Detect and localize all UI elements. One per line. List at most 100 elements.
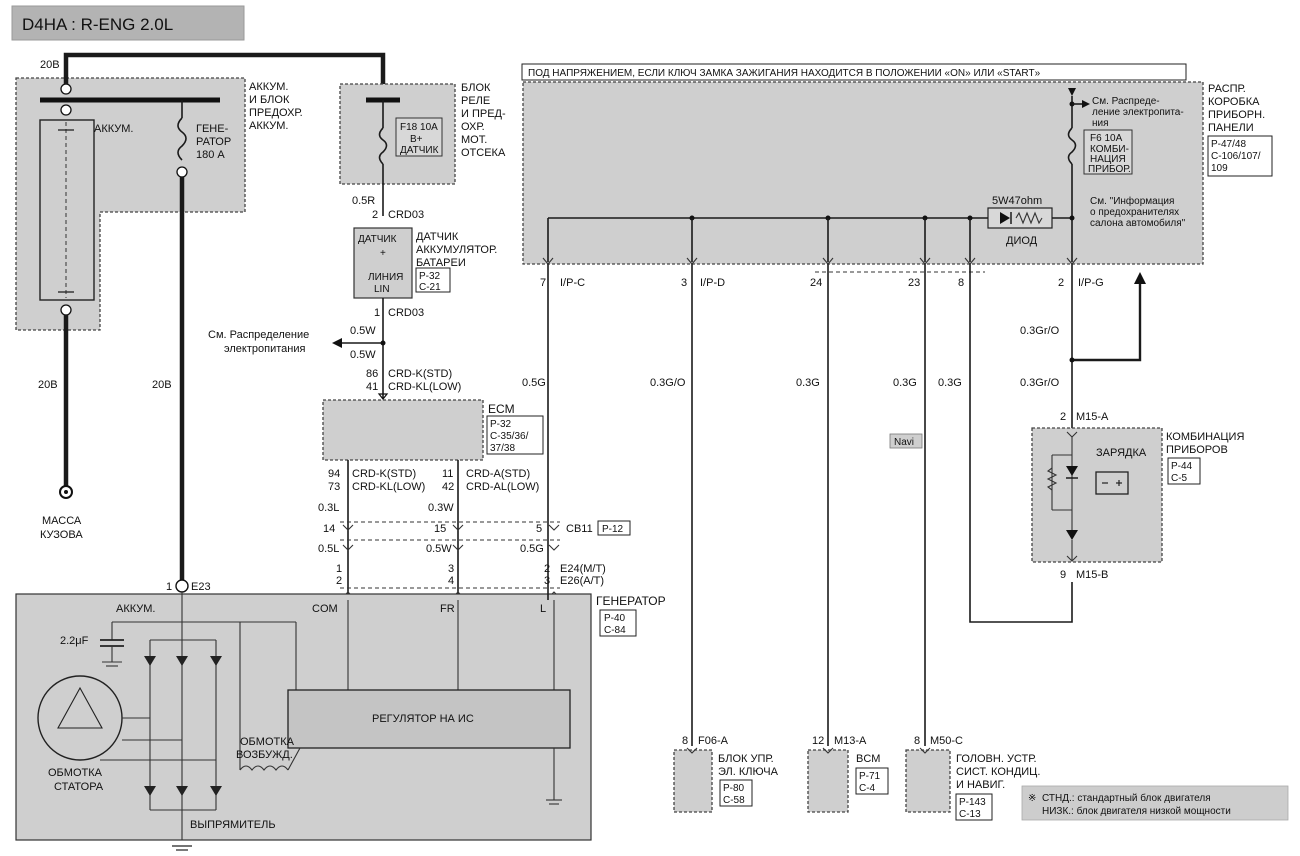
bcm-ref-1: P-71 [859,771,881,782]
generator-com-label: COM [312,603,338,615]
ipj-see-power-2: ление электропита- [1092,107,1184,118]
bcm-box [807,749,849,813]
field-coil-icon [239,765,289,771]
resistor-icon [1015,211,1043,225]
battery-cell [39,119,95,301]
joint-ref: P-12 [602,524,624,535]
wire-0-5g-b: 0.5G [520,543,544,555]
stator-label-1: ОБМОТКА [48,767,103,779]
diode-icon [144,786,156,796]
connector-chevron-icon [342,544,354,551]
wire-ipg-label-1: 0.3Gr/O [1020,325,1060,337]
connector-chevron-icon [686,747,698,754]
splice-dot [1069,215,1075,221]
wire-0-5w-b: 0.5W [426,543,452,555]
stator-label-2: СТАТОРА [54,781,104,793]
header-banner [11,5,245,41]
sensor-inner-1: ДАТЧИК [358,234,397,245]
diode-icon [1066,530,1078,540]
fuse-label-1: ГЕНЕ- [196,123,229,135]
diode-icon [210,656,222,666]
ecm-r-pin-std: 11 [442,468,453,480]
connector-chevron-icon [1066,555,1078,562]
head-ref-2: C-13 [959,809,981,820]
arrow-left-icon [332,338,342,348]
fuse-f6-4: ПРИБОР. [1088,164,1131,175]
wire-20b-top [63,52,386,95]
cluster-ref-2: C-5 [1171,473,1188,484]
bcm-connector: M13-A [834,735,867,747]
ecm-r-conn-low: CRD-AL(LOW) [466,481,539,493]
ecm-ref-box [486,415,544,455]
battery-block-label-3: ПРЕДОХР. [249,107,303,119]
ipj-label-4: ПАНЕЛИ [1208,122,1254,134]
smartkey-label-1: БЛОК УПР. [718,753,774,765]
sensor-ref-1: P-32 [419,271,441,282]
head-ref-box [955,793,993,821]
ecm-l-conn-low: CRD-KL(LOW) [352,481,425,493]
sensor-wire-1: 0.5W [350,325,376,337]
joint-connector-label: CB11 [566,523,593,535]
cluster-label-1: КОМБИНАЦИЯ [1166,431,1244,443]
cluster-conn-bottom: M15-B [1076,569,1108,581]
generator: 1 E23 ГЕНЕРАТОР P-40 C-84 АККУМ. COM FR … [15,579,666,851]
head-pin: 8 [914,735,920,747]
cluster-box [1031,427,1163,563]
wire-0-5l: 0.5L [318,543,339,555]
sensor-pin-top: 2 [372,209,378,221]
ipj-ref-3: 109 [1211,163,1228,174]
generator-terminal [175,579,189,593]
sensor-label-2: АККУМУЛЯТОР. [416,244,497,256]
sensor-inner-3: ЛИНИЯ [368,272,403,283]
battery-block-label-4: АККУМ. [249,120,288,132]
smartkey-connector: F06-A [698,735,729,747]
ipj-see-power-3: ния [1092,118,1109,129]
arrow-up-icon [1134,272,1146,284]
ipj-see-info-2: о предохранителях [1090,207,1179,218]
wire-ipg-branch [1072,284,1142,362]
smartkey-box [673,749,713,813]
head-box [905,749,951,813]
ipj-conn-ipd: I/P-D [700,277,725,289]
fuse-f18-label-1: F18 10A [400,122,438,133]
ecm: 86 CRD-K(STD) 41 CRD-KL(LOW) ECM P-32 C-… [322,368,544,493]
wire-p24-label: 0.3G [796,377,820,389]
relay-label-6: ОТСЕКА [461,147,506,159]
ipj-pin-3: 3 [681,277,687,289]
legend-low: НИЗК.: блок двигателя низкой мощности [1042,805,1231,817]
ecm-box [322,399,484,461]
regulator-box [287,689,571,749]
ipj-conn-ipg: I/P-G [1078,277,1104,289]
relay-label-2: РЕЛЕ [461,95,490,107]
connector-chevron-icon [822,747,834,754]
fuse-f18-box [395,117,443,157]
ecm-l-pin-std: 94 [328,468,340,480]
battery-terminal [60,83,72,95]
gen-pin-c1: 2 [544,563,550,575]
navi-label: Navi [894,437,914,448]
ipj-see-power-1: См. Распреде- [1092,96,1160,107]
stator-winding-icon [57,686,103,729]
legend: ※ СТНД.: стандартный блок двигателя НИЗК… [1021,785,1289,821]
fuse-f18-label-2: B+ [410,134,423,145]
connector-chevron-icon [548,524,560,531]
generator-pin: 1 [166,581,172,593]
sensor-fuse-icon [378,127,388,165]
output-wires: 0.5G 0.3G/O 0.3G 0.3G 0.3G 0.3Gr/O 0.3Gr… [522,264,1146,746]
field-lead [287,747,301,771]
smart-key-module: 8 F06-A БЛОК УПР. ЭЛ. КЛЮЧА P-80 C-58 [673,735,779,813]
relay-label-3: И ПРЕД- [461,108,506,120]
generator-ref-2: C-84 [604,625,626,636]
cluster-label-2: ПРИБОРОВ [1166,444,1228,456]
gen-conn-mt: E24(M/T) [560,563,606,575]
bcm-pin: 12 [812,735,824,747]
joint-ref-box [597,520,631,536]
diode-icon [144,656,156,666]
sensor-label-1: ДАТЧИК [416,231,459,243]
fuse-label-3: 180 А [196,149,225,161]
ipj-pin-23: 23 [908,277,920,289]
battery-inner-label: АККУМ. [94,123,133,135]
ecm-r-conn-std: CRD-A(STD) [466,468,530,480]
generator-ref-1: P-40 [604,613,626,624]
gen-pin-a1: 1 [336,563,342,575]
